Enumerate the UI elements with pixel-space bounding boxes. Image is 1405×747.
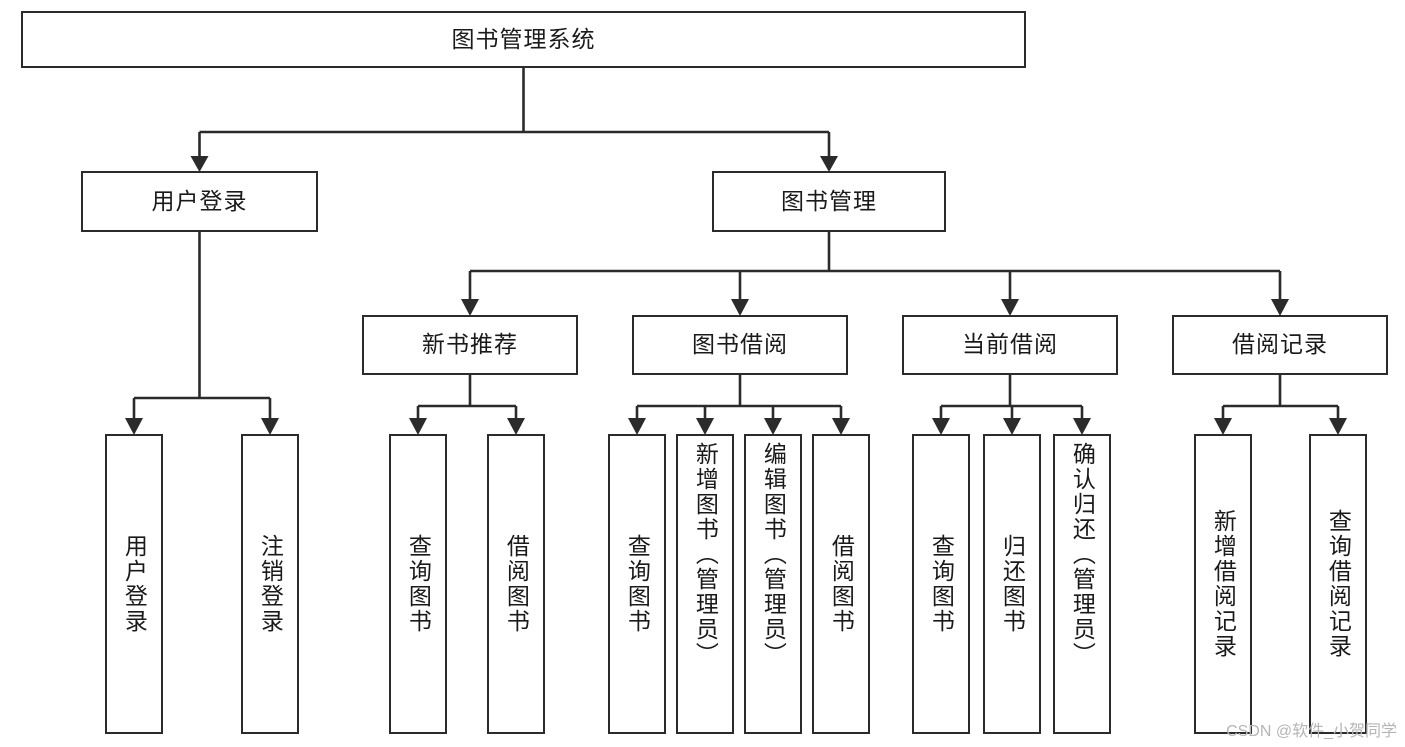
node-label: 借阅图书 [503, 534, 530, 634]
node-leaf-query-book-recommend[interactable]: 查询图书 [389, 434, 447, 734]
node-label: 查询图书 [624, 534, 651, 634]
node-user-login[interactable]: 用户登录 [81, 171, 318, 232]
node-label: 编辑图书（管理员） [760, 442, 787, 667]
node-label: 查询图书 [405, 534, 432, 634]
node-book-borrow[interactable]: 图书借阅 [632, 315, 848, 375]
connector-bookborrow-to-leaves [628, 375, 850, 435]
node-label: 注销登录 [257, 534, 284, 634]
node-label: 借阅记录 [1232, 331, 1328, 358]
connector-currentborrow-to-leaves [932, 375, 1091, 435]
node-label: 图书管理系统 [451, 25, 596, 52]
node-label: 归还图书 [999, 534, 1026, 634]
node-leaf-borrow-book[interactable]: 借阅图书 [812, 434, 870, 734]
node-leaf-add-borrow-record[interactable]: 新增借阅记录 [1194, 434, 1252, 734]
node-leaf-query-book-current[interactable]: 查询图书 [912, 434, 970, 734]
node-label: 当前借阅 [962, 331, 1058, 358]
connector-root-to-level2 [190, 68, 838, 172]
node-borrow-record[interactable]: 借阅记录 [1172, 315, 1388, 375]
node-label: 用户登录 [121, 534, 148, 634]
node-label: 用户登录 [151, 187, 248, 214]
node-label: 新增图书（管理员） [692, 442, 719, 667]
node-new-book-recommend[interactable]: 新书推荐 [362, 315, 578, 375]
node-label: 新增借阅记录 [1210, 509, 1237, 659]
csdn-watermark: CSDN @软件_小贺同学 [1226, 723, 1397, 740]
connector-newbook-to-leaves [409, 375, 525, 435]
node-leaf-query-borrow-record[interactable]: 查询借阅记录 [1309, 434, 1367, 734]
node-leaf-confirm-return-admin[interactable]: 确认归还（管理员） [1053, 434, 1111, 734]
node-leaf-logout[interactable]: 注销登录 [241, 434, 299, 734]
node-label: 确认归还（管理员） [1069, 442, 1096, 667]
node-leaf-borrow-book-recommend[interactable]: 借阅图书 [487, 434, 545, 734]
node-leaf-edit-book-admin[interactable]: 编辑图书（管理员） [744, 434, 802, 734]
node-leaf-return-book[interactable]: 归还图书 [983, 434, 1041, 734]
node-label: 查询借阅记录 [1325, 509, 1352, 659]
node-label: 图书管理 [781, 187, 877, 214]
node-root-system[interactable]: 图书管理系统 [21, 11, 1026, 68]
node-label: 查询图书 [928, 534, 955, 634]
node-leaf-query-book-borrow[interactable]: 查询图书 [608, 434, 666, 734]
connector-borrowrecord-to-leaves [1214, 375, 1347, 435]
node-book-manage[interactable]: 图书管理 [712, 171, 946, 232]
node-label: 新书推荐 [422, 331, 518, 358]
node-current-borrow[interactable]: 当前借阅 [902, 315, 1118, 375]
connector-userlogin-to-leaves [125, 232, 279, 435]
connector-bookmanage-to-level3 [461, 232, 1289, 316]
node-leaf-add-book-admin[interactable]: 新增图书（管理员） [676, 434, 734, 734]
node-label: 借阅图书 [828, 534, 855, 634]
node-label: 图书借阅 [692, 331, 788, 358]
node-leaf-user-login[interactable]: 用户登录 [105, 434, 163, 734]
